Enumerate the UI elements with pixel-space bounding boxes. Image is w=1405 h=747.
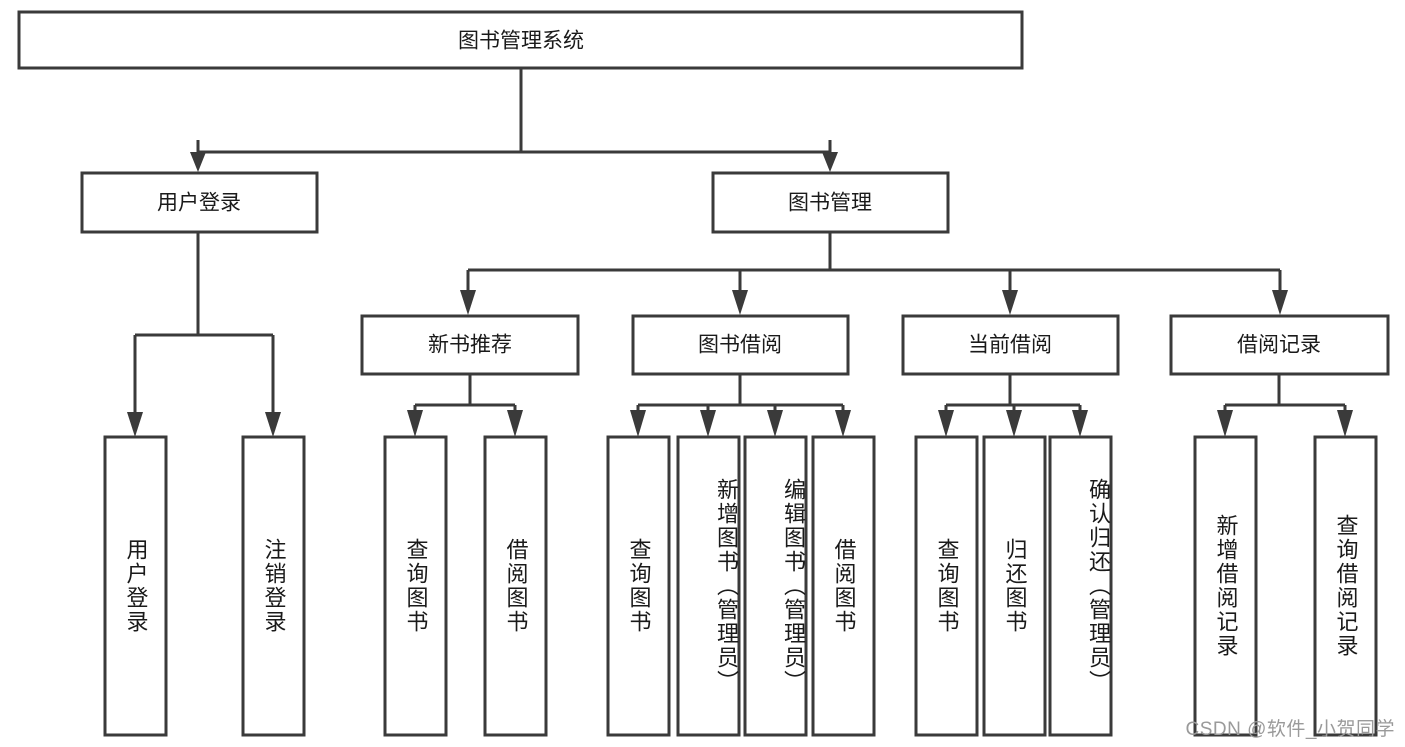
leaf-box-cb-query-book[interactable] xyxy=(914,435,979,737)
node-user-login-label: 用户登录 xyxy=(157,192,241,215)
connector-borrowrecord-to-leaves xyxy=(1217,374,1353,437)
node-borrow-record[interactable]: 借阅记录 xyxy=(1169,314,1390,376)
leaf-box-nb-query-book[interactable] xyxy=(383,435,448,737)
node-current-borrow-label: 当前借阅 xyxy=(968,334,1052,357)
leaf-box-br-add-record[interactable] xyxy=(1193,435,1258,737)
node-root-label: 图书管理系统 xyxy=(458,30,584,53)
connector-bookmgmt-to-level3 xyxy=(460,232,1288,315)
connector-userlogin-to-leaves xyxy=(127,232,281,437)
connector-newbook-to-leaves xyxy=(407,374,523,437)
connector-root-to-level2 xyxy=(190,68,838,172)
leaf-box-cb-return-book[interactable] xyxy=(982,435,1047,737)
leaf-box-br-query-record[interactable] xyxy=(1313,435,1378,737)
connector-bookborrow-to-leaves xyxy=(630,374,851,437)
leaf-box-nb-borrow-book[interactable] xyxy=(483,435,548,737)
leaf-box-user-login[interactable] xyxy=(103,435,168,737)
leaf-box-logout[interactable] xyxy=(241,435,306,737)
leaf-box-bb-query-book[interactable] xyxy=(606,435,671,737)
node-book-borrow-label: 图书借阅 xyxy=(698,334,782,357)
watermark: CSDN @软件_小贺同学 xyxy=(1185,719,1395,740)
node-book-management[interactable]: 图书管理 xyxy=(711,171,950,234)
connector-currentborrow-to-leaves xyxy=(938,374,1088,437)
node-book-borrow[interactable]: 图书借阅 xyxy=(631,314,850,376)
node-book-management-label: 图书管理 xyxy=(788,192,872,215)
node-current-borrow[interactable]: 当前借阅 xyxy=(901,314,1120,376)
node-new-book-recommend-label: 新书推荐 xyxy=(428,334,512,357)
node-root[interactable]: 图书管理系统 xyxy=(17,10,1024,70)
leaf-box-bb-add-book[interactable] xyxy=(676,435,741,737)
leaf-box-bb-edit-book[interactable] xyxy=(743,435,808,737)
leaf-box-bb-borrow-book[interactable] xyxy=(811,435,876,737)
node-borrow-record-label: 借阅记录 xyxy=(1237,334,1321,357)
leaf-box-cb-confirm-return[interactable] xyxy=(1048,435,1113,737)
node-user-login[interactable]: 用户登录 xyxy=(80,171,319,234)
node-new-book-recommend[interactable]: 新书推荐 xyxy=(360,314,580,376)
